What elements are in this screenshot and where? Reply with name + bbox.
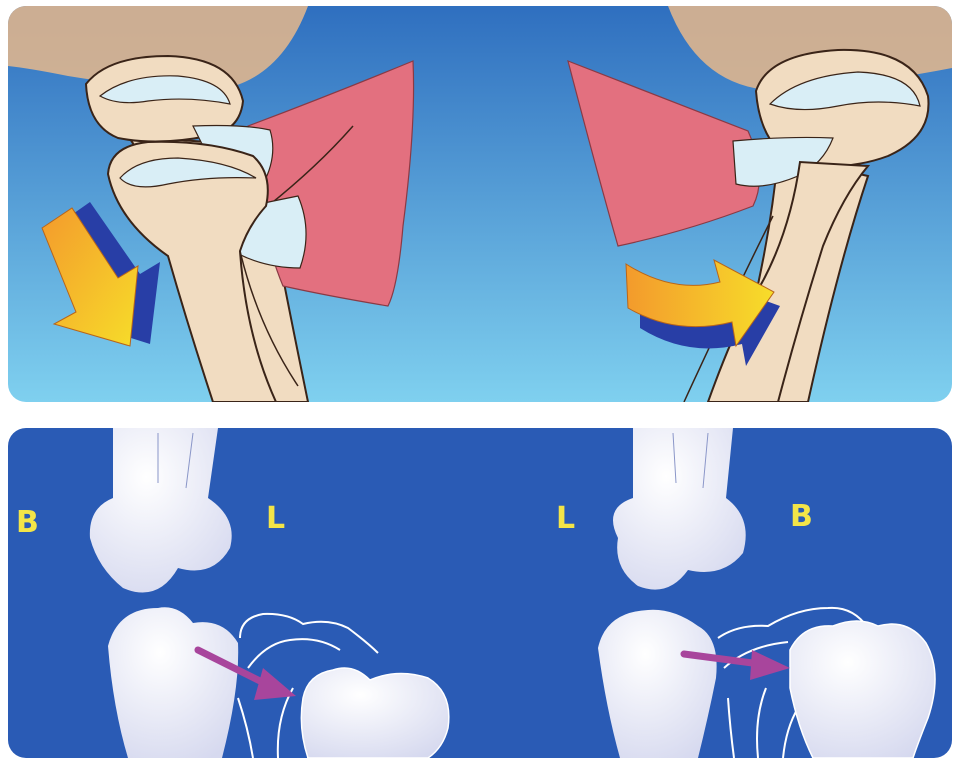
bottom-illustration-panel: B L L B bbox=[8, 428, 952, 758]
right-lower-bone bbox=[598, 610, 717, 758]
label-right-side: B bbox=[790, 502, 813, 532]
left-lower-bone bbox=[108, 607, 238, 758]
label-left-side: B bbox=[16, 508, 39, 538]
right-displaced-bone bbox=[790, 621, 935, 758]
bottom-illustration bbox=[8, 428, 952, 758]
top-illustration-panel bbox=[8, 6, 952, 402]
label-left-center: L bbox=[266, 504, 285, 534]
left-displaced-bone bbox=[301, 668, 449, 758]
label-right-center: L bbox=[556, 504, 575, 534]
top-illustration bbox=[8, 6, 952, 402]
